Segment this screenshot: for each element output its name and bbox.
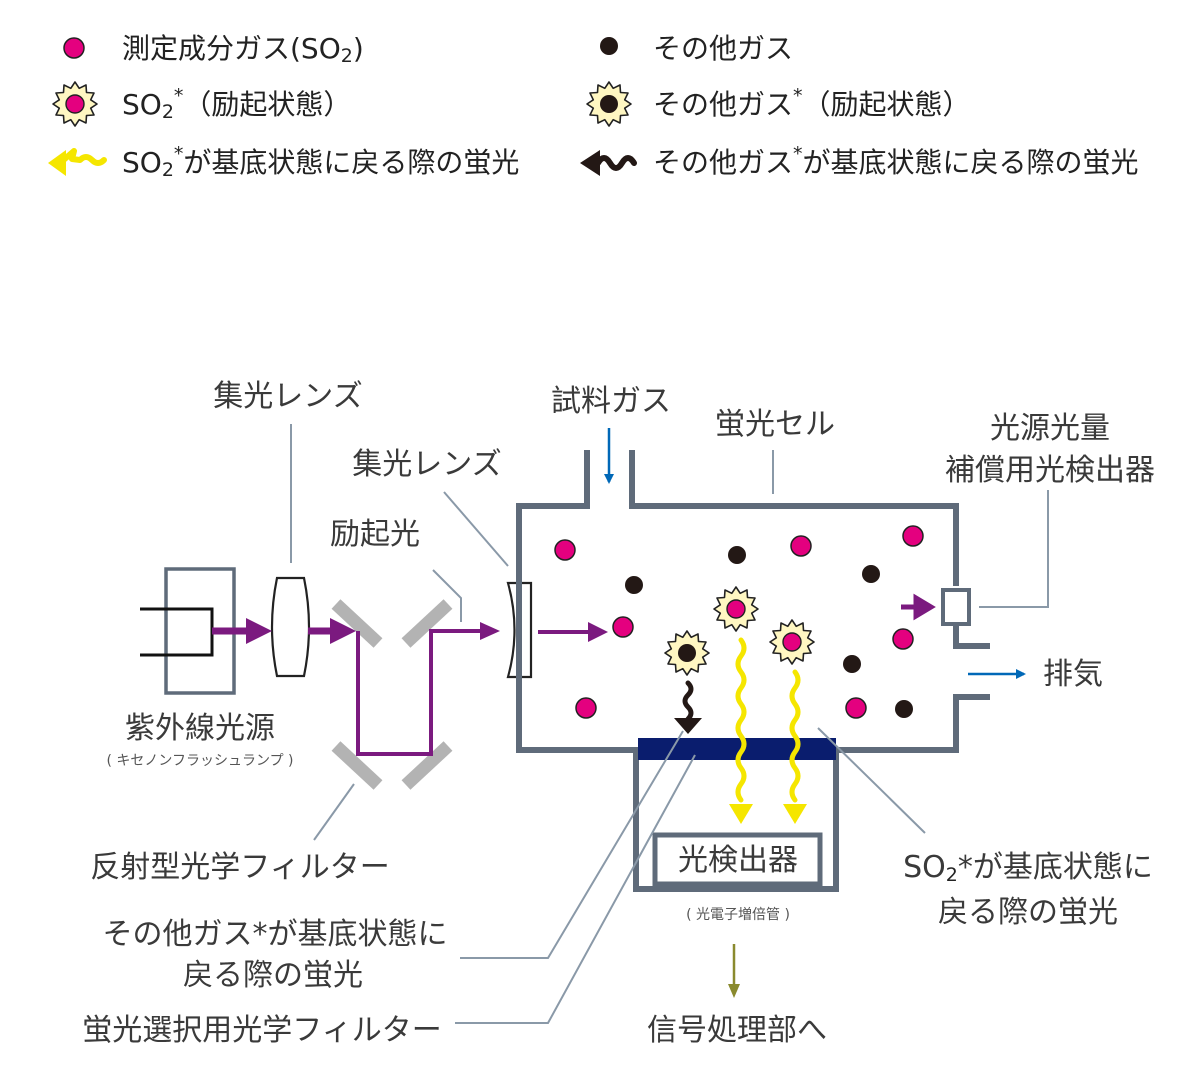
- compensation-arrow: [901, 593, 936, 621]
- so2-molecule: [790, 535, 812, 557]
- so2-excited-molecule: [713, 586, 759, 632]
- exhaust-label: 排気: [1043, 657, 1103, 692]
- other-gas-molecule: [625, 576, 643, 594]
- legend-other-gas-label: その他ガス: [653, 32, 793, 65]
- sample-gas-label: 試料ガス: [551, 384, 671, 419]
- signal-processing-label: 信号処理部へ: [647, 1013, 827, 1048]
- legend: 測定成分ガス(SO2) その他ガス SO2*（励起状態） その他ガス*（励起状態…: [48, 32, 1139, 181]
- other-gas-molecules: [625, 546, 913, 718]
- other-fluorescence-label-line1: その他ガス*が基底状態に: [103, 917, 448, 952]
- so2-molecule: [892, 628, 914, 650]
- so2-fluorescence-label-line2: 戻る際の蛍光: [938, 895, 1118, 930]
- photodetector-box: [652, 832, 823, 887]
- legend-so2-excited-label: SO2*（励起状態）: [122, 85, 351, 123]
- so2-molecule: [554, 539, 576, 561]
- other-gas-molecule: [862, 565, 880, 583]
- other-gas-molecule: [895, 700, 913, 718]
- condenser-lens-1: [270, 576, 311, 678]
- legend-other-gas-dot: [600, 37, 618, 55]
- legend-so2-excited-icon: [52, 81, 98, 127]
- callout-lines: [290, 424, 1049, 1024]
- so2-molecules: [554, 525, 924, 719]
- legend-target-gas-label: 測定成分ガス(SO2): [122, 32, 364, 67]
- so2-molecule: [575, 697, 597, 719]
- so2-molecule: [845, 697, 867, 719]
- fluorescence-selective-filter: [638, 738, 836, 760]
- other-gas-excited-molecule: [664, 630, 710, 676]
- legend-other-excited-icon: [586, 81, 632, 127]
- excitation-light-path: [212, 618, 608, 756]
- compensation-detector-label-line2: 補償用光検出器: [945, 453, 1155, 488]
- photodetector-label: 光検出器: [678, 843, 798, 878]
- reflective-filter-mirrors: [331, 599, 453, 790]
- other-fluorescence-label-line2: 戻る際の蛍光: [183, 958, 363, 993]
- legend-other-fluorescence-arrow: [580, 150, 637, 176]
- fluorescence-cell: [516, 450, 990, 892]
- compensation-detector-label-line1: 光源光量: [990, 411, 1110, 446]
- legend-so2-dot: [63, 37, 85, 59]
- condenser-lens-1-label: 集光レンズ: [213, 379, 362, 414]
- so2-excited-molecule: [769, 619, 815, 665]
- other-gas-fluorescence-ray: [674, 680, 702, 734]
- excitation-light-label: 励起光: [330, 517, 420, 552]
- fluorescence-cell-label: 蛍光セル: [715, 407, 835, 442]
- compensation-detector: [941, 588, 971, 626]
- so2-molecule: [612, 616, 634, 638]
- legend-so2-fluorescence-arrow: [48, 148, 107, 176]
- condenser-lens-2-label: 集光レンズ: [352, 447, 501, 482]
- so2-fluorescence-label-line1: SO2*が基底状態に: [903, 850, 1153, 886]
- uv-source-note: ( キセノンフラッシュランプ ): [107, 753, 294, 769]
- legend-other-excited-label: その他ガス*（励起状態）: [653, 85, 971, 121]
- selective-filter-label: 蛍光選択用光学フィルター: [82, 1013, 441, 1048]
- reflective-filter-label: 反射型光学フィルター: [90, 850, 389, 885]
- so2-fluorescence-rays: [729, 637, 807, 824]
- other-gas-molecule: [728, 546, 746, 564]
- so2-molecule: [902, 525, 924, 547]
- legend-so2-fluorescence-label: SO2*が基底状態に戻る際の蛍光: [122, 143, 519, 181]
- legend-other-fluorescence-label: その他ガス*が基底状態に戻る際の蛍光: [653, 143, 1139, 179]
- photodetector-note: ( 光電子増倍管 ): [686, 907, 790, 923]
- uv-source-label: 紫外線光源: [125, 711, 275, 746]
- other-gas-molecule: [843, 655, 861, 673]
